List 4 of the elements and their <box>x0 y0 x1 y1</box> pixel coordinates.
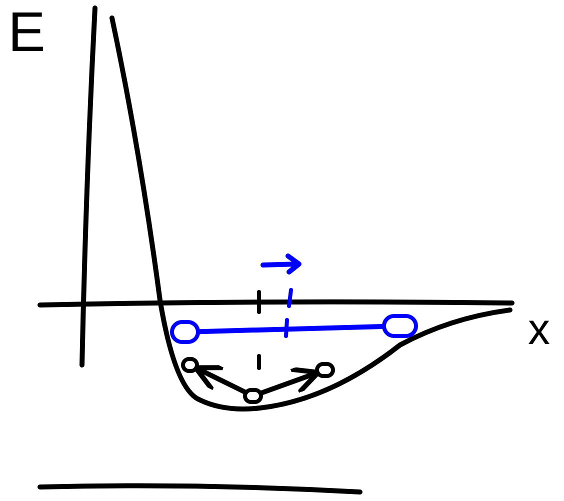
axis-label: x <box>528 308 550 352</box>
connector-line <box>198 324 385 334</box>
arrow <box>193 365 247 394</box>
axis-label: E <box>8 4 46 60</box>
